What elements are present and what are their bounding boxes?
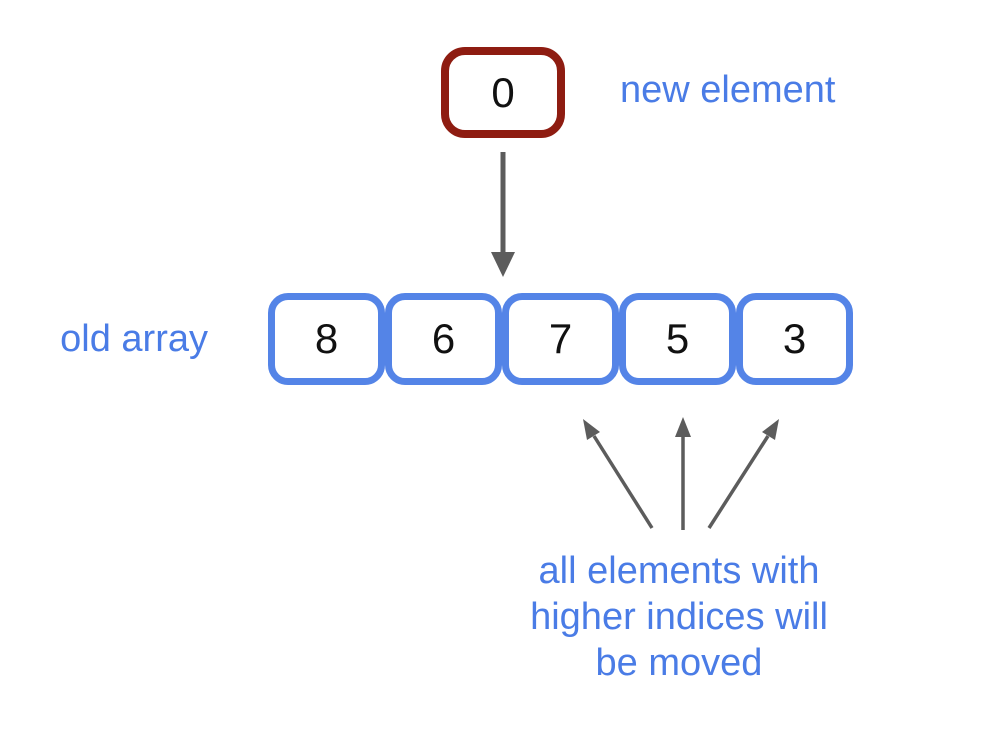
shift-annotation-line-2: higher indices will [530,596,828,638]
up-right-arrow-icon [707,419,779,529]
array-cell-3: 5 [619,293,736,385]
new-element-box: 0 [441,47,565,138]
up-arrow-icon [675,417,691,530]
array-cell-2: 7 [502,293,619,385]
down-arrow-icon [491,152,515,277]
shift-annotation-line-1: all elements with [538,550,820,592]
old-array: 8 6 7 5 3 [268,293,853,385]
shift-annotation-line-3: be moved [595,642,763,684]
shift-annotation: all elements with higher indices will be… [459,548,899,686]
array-cell-0: 8 [268,293,385,385]
up-left-arrow-icon [583,419,654,529]
new-element-value: 0 [491,68,515,116]
old-array-label: old array [60,318,208,360]
array-cell-1: 6 [385,293,502,385]
new-element-label: new element [620,69,836,111]
array-cell-4: 3 [736,293,853,385]
